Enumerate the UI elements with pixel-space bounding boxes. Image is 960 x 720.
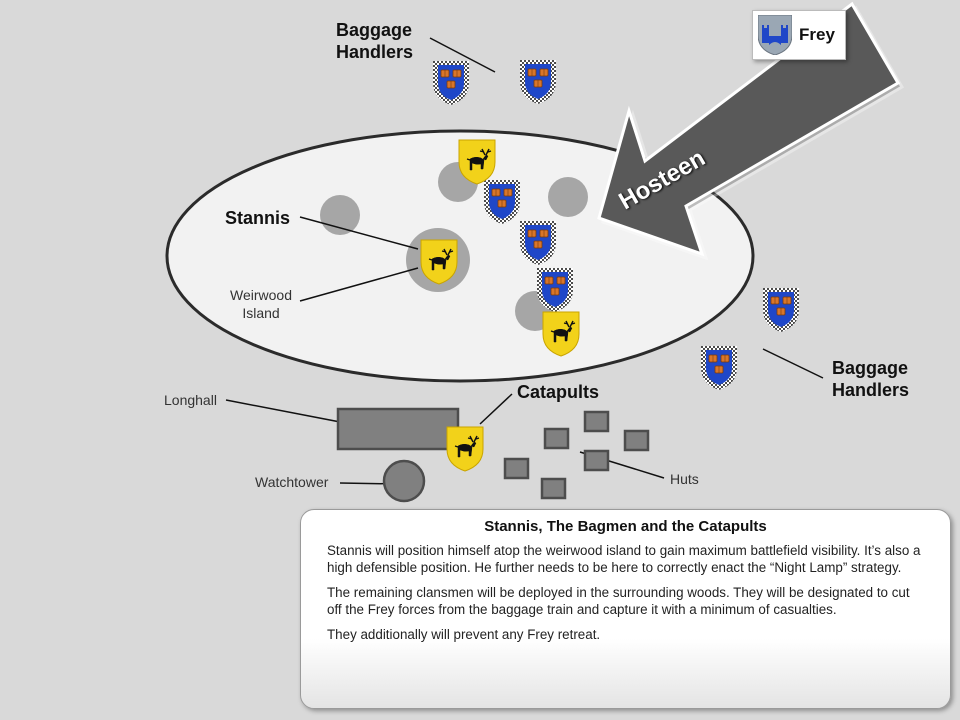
label-stannis: Stannis: [225, 208, 291, 228]
label-longhall: Longhall: [164, 392, 217, 408]
info-paragraph: They additionally will prevent any Frey …: [327, 627, 601, 642]
blue-shield-icon: [700, 345, 738, 391]
label-catapults: Catapults: [517, 382, 600, 402]
faction-legend: Frey: [752, 10, 846, 60]
blue-shield-icon: [519, 59, 557, 105]
blue-shield-icon: [762, 287, 800, 333]
longhall-building: [336, 407, 460, 451]
label-huts: Huts: [670, 471, 699, 487]
legend-faction-name: Frey: [799, 25, 835, 44]
huts-buildings: [503, 410, 650, 500]
frey-towers-icon: [758, 15, 792, 55]
watchtower-building: [382, 459, 426, 503]
hosteen-arrow: [597, 1, 905, 261]
label-baggage-handlers-top: Baggage Handlers: [336, 20, 414, 62]
label-baggage-handlers-right: Baggage Handlers: [832, 358, 910, 400]
info-title: Stannis, The Bagmen and the Catapults: [484, 518, 767, 535]
info-paragraph: Stannis will position himself atop the w…: [327, 543, 921, 575]
label-weirwood-island: Weirwood Island: [230, 287, 292, 321]
stag-shield-icon: [446, 426, 484, 472]
info-panel: Stannis, The Bagmen and the Catapults St…: [300, 509, 951, 709]
label-watchtower: Watchtower: [255, 474, 329, 490]
info-paragraph: The remaining clansmen will be deployed …: [327, 585, 910, 617]
blue-shield-icon: [432, 60, 470, 106]
